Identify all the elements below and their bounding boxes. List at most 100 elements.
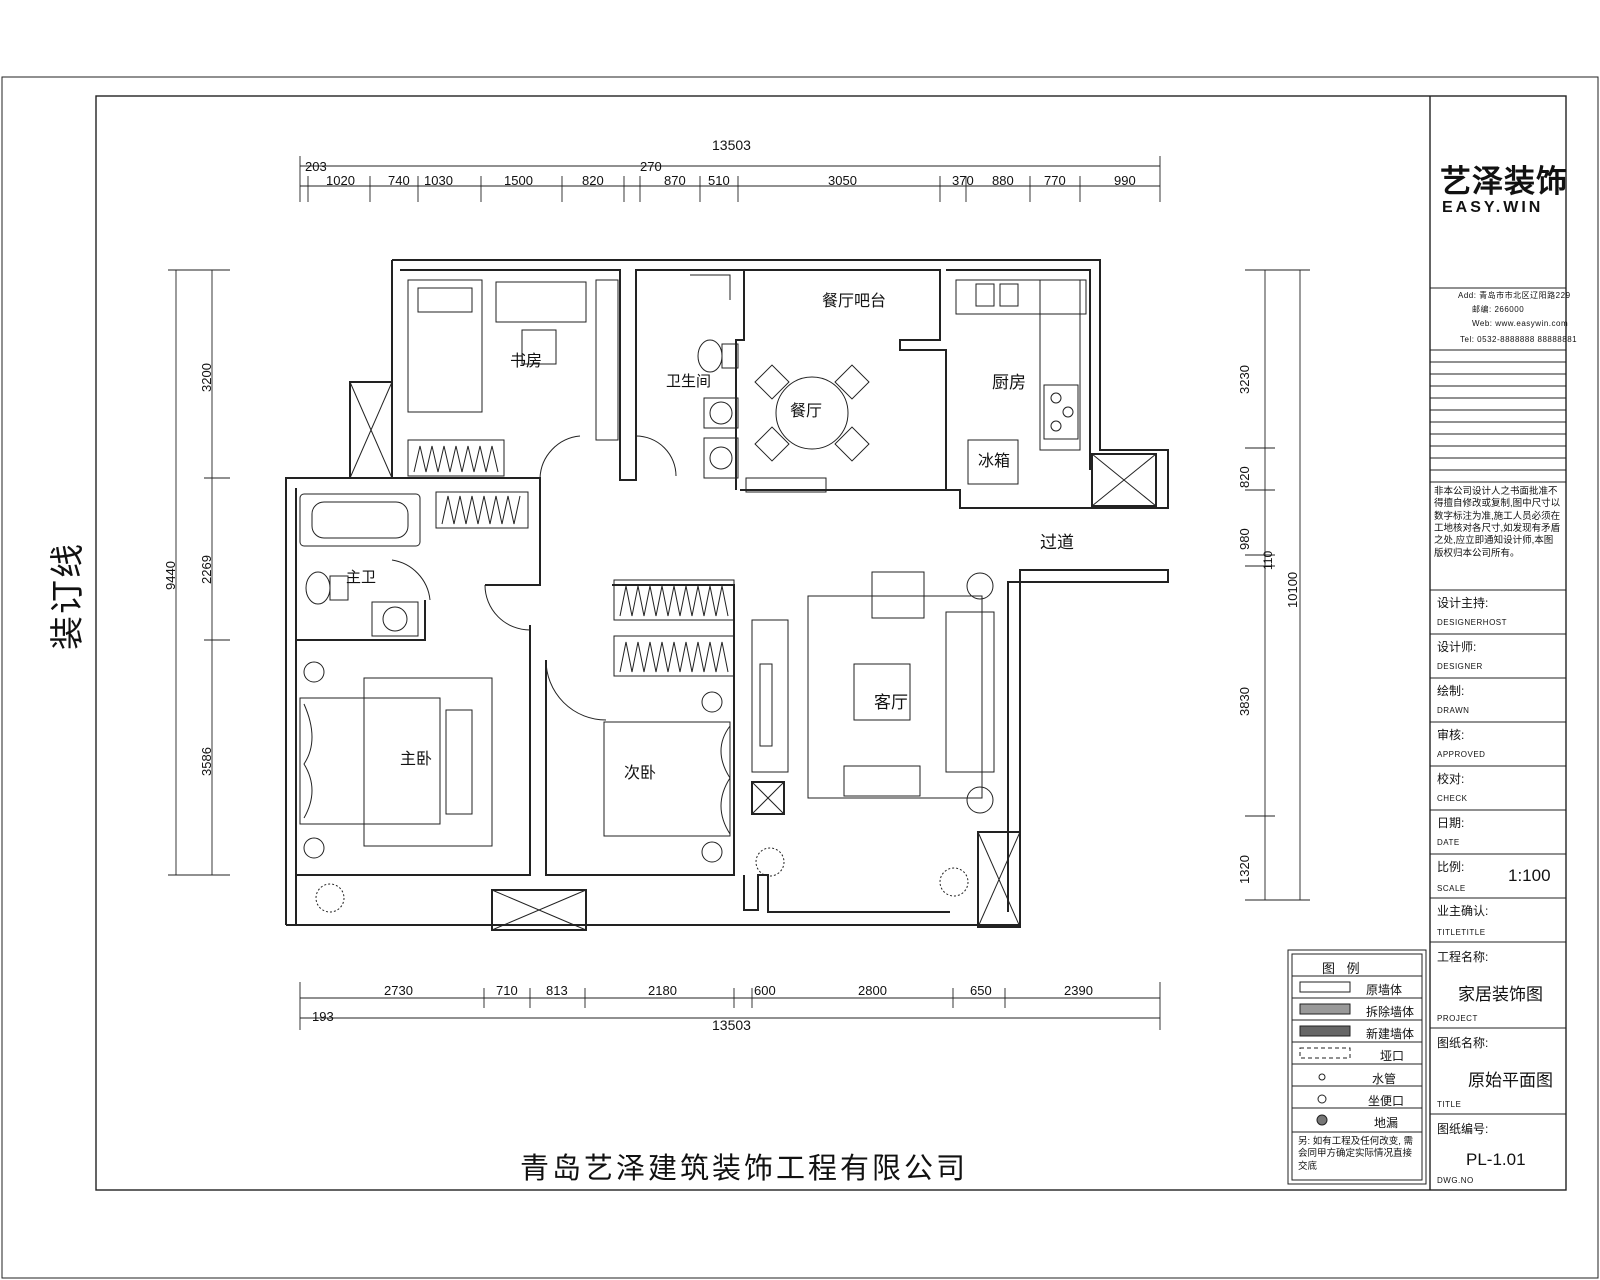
bottom-total-dimension: 13503 (712, 1017, 751, 1033)
inner-frame (95, 95, 1567, 1191)
left-total-dimension: 9440 (163, 561, 178, 590)
date-en: DATE (1437, 838, 1460, 847)
left-dimension: 2269 (199, 555, 214, 584)
legend-item-label: 拆除墙体 (1366, 1005, 1415, 1019)
room-label-living: 客厅 (874, 693, 908, 712)
outer-frame (1, 76, 1599, 1279)
designer-host-label: 设计主持: (1437, 596, 1489, 610)
top-dimension: 1030 (424, 173, 453, 188)
check-label: 校对: (1437, 772, 1465, 786)
top-dimension: 870 (664, 173, 686, 188)
legend-item-label: 原墙体 (1366, 983, 1403, 997)
room-label-kitchen: 厨房 (992, 373, 1026, 392)
bottom-dimensions (299, 982, 1161, 1030)
scale-label: 比例: (1437, 860, 1465, 874)
project-en: PROJECT (1437, 1014, 1478, 1023)
title-block-grid (1430, 287, 1566, 1115)
bedroom-furniture (299, 579, 789, 863)
left-dimension: 3586 (199, 747, 214, 776)
right-dimension: 1320 (1237, 855, 1252, 884)
bottom-dimension: 2800 (858, 983, 887, 998)
room-label-fridge: 冰箱 (978, 453, 1011, 470)
room-label-bath: 卫生间 (666, 373, 712, 390)
bottom-dimension: 2390 (1064, 983, 1093, 998)
approved-en: APPROVED (1437, 750, 1486, 759)
title-label: 图纸名称: (1437, 1036, 1489, 1050)
room-label-study: 书房 (510, 353, 543, 370)
left-dimensions (168, 269, 230, 876)
room-label-dining-bar: 餐厅吧台 (822, 293, 887, 310)
top-dimension: 1500 (504, 173, 533, 188)
dwg-no-label: 图纸编号: (1437, 1122, 1489, 1136)
bottom-dimension: 710 (496, 983, 518, 998)
dining-furniture (745, 364, 870, 493)
living-furniture (315, 571, 995, 913)
right-dimension: 3230 (1237, 365, 1252, 394)
bottom-dimension: 193 (312, 1009, 334, 1024)
top-dimension: 510 (708, 173, 730, 188)
company-name: 青岛艺泽建筑装饰工程有限公司 (520, 1153, 969, 1185)
address-line: Add: 青岛市市北区辽阳路229 (1458, 291, 1571, 300)
legend-item-label: 新建墙体 (1366, 1027, 1415, 1041)
logo-chinese: 艺泽装饰 (1440, 164, 1568, 199)
right-dimensions (1245, 269, 1310, 901)
study-furniture (407, 279, 619, 477)
drawn-label: 绘制: (1437, 684, 1465, 698)
notice-text: 非本公司设计人之书面批准不得擅自修改或复制,图中尺寸以数字标注为准,施工人员必须… (1434, 486, 1561, 559)
right-total-dimension: 10100 (1285, 571, 1300, 608)
top-total-dimension: 13503 (712, 137, 751, 153)
kitchen-fixtures (955, 279, 1087, 485)
room-label-second-bedroom: 次卧 (624, 765, 657, 782)
top-dimension: 770 (1044, 173, 1066, 188)
top-dimension: 820 (582, 173, 604, 188)
scale-value: 1:100 (1508, 866, 1551, 885)
left-dimension: 3200 (199, 363, 214, 392)
top-dimension: 1020 (326, 173, 355, 188)
check-en: CHECK (1437, 794, 1468, 803)
designer-host-en: DESIGNERHOST (1437, 618, 1508, 627)
top-dimension: 270 (640, 159, 662, 174)
dwg-no-en: DWG.NO (1437, 1176, 1474, 1185)
address-line: Web: www.easywin.com (1472, 319, 1569, 328)
bathroom-fixtures (299, 339, 739, 637)
bottom-dimension: 2730 (384, 983, 413, 998)
owner-confirm-en: TITLETITLE (1437, 928, 1486, 937)
binding-line-label: 装订线 (49, 542, 87, 650)
drawn-en: DRAWN (1437, 706, 1470, 715)
address-line: Tel: 0532-8888888 88888881 (1460, 335, 1578, 344)
room-label-dining: 餐厅 (790, 403, 823, 420)
project-value: 家居装饰图 (1458, 985, 1543, 1004)
legend-item-label: 水管 (1372, 1072, 1397, 1086)
date-label: 日期: (1437, 816, 1465, 830)
legend-title: 图 例 (1322, 961, 1364, 976)
top-dimension: 370 (952, 173, 974, 188)
project-label: 工程名称: (1437, 950, 1489, 964)
legend-item-label: 坐便口 (1368, 1094, 1405, 1108)
designer-en: DESIGNER (1437, 662, 1483, 671)
bottom-dimension: 813 (546, 983, 568, 998)
right-dimension: 980 (1237, 528, 1252, 550)
legend-note: 另: 如有工程及任何改变, 需会同甲方确定实际情况直接交底 (1298, 1136, 1414, 1172)
top-dimension: 740 (388, 173, 410, 188)
title-value: 原始平面图 (1468, 1071, 1553, 1090)
top-dimensions (299, 156, 1161, 202)
room-label-corridor: 过道 (1040, 533, 1074, 552)
room-label-master-bedroom: 主卧 (400, 751, 433, 768)
right-dimension: 3830 (1237, 687, 1252, 716)
doors (391, 274, 731, 721)
approved-label: 审核: (1437, 728, 1465, 742)
top-dimension: 990 (1114, 173, 1136, 188)
bottom-dimension: 2180 (648, 983, 677, 998)
owner-confirm-label: 业主确认: (1437, 904, 1489, 918)
top-dimension: 203 (305, 159, 327, 174)
scale-en: SCALE (1437, 884, 1466, 893)
address-line: 邮编: 266000 (1472, 305, 1525, 314)
bottom-dimension: 650 (970, 983, 992, 998)
bottom-dimension: 600 (754, 983, 776, 998)
title-en: TITLE (1437, 1100, 1462, 1109)
designer-label: 设计师: (1437, 640, 1477, 654)
walls (285, 259, 1169, 931)
top-dimension: 3050 (828, 173, 857, 188)
right-dimension: 820 (1237, 466, 1252, 488)
